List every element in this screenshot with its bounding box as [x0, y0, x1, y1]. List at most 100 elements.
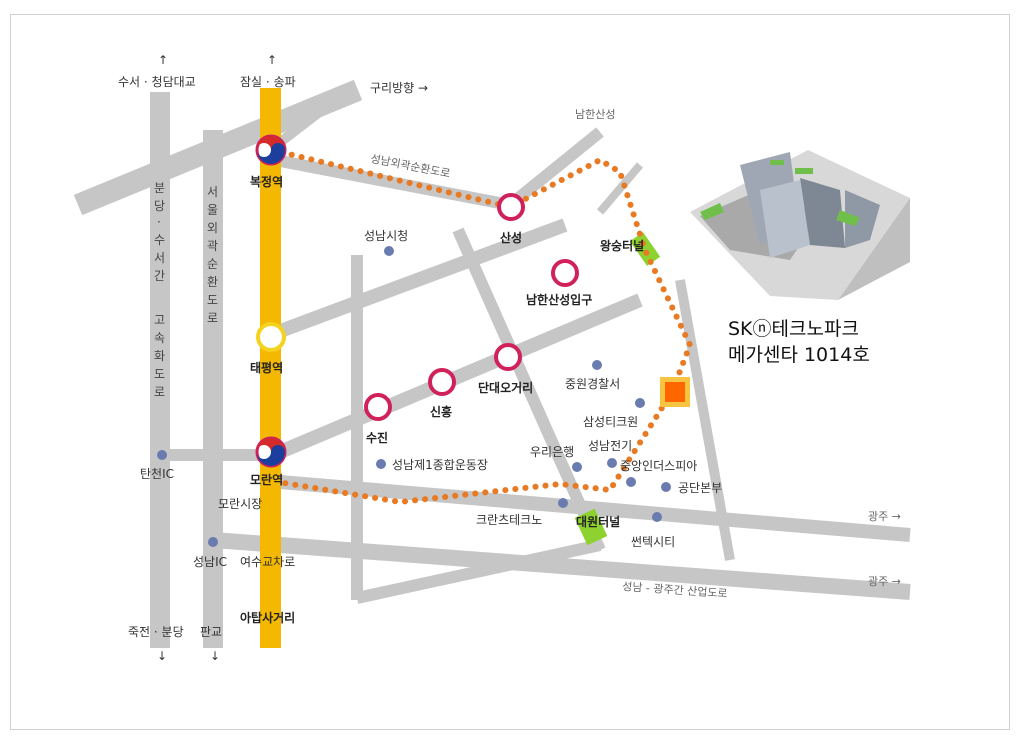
label-pangyo: 판교 [200, 625, 222, 639]
label-suntech: 썬텍시티 [631, 535, 675, 549]
label-sinheung: 신흥 [430, 404, 452, 419]
label-guri: 구리방향 → [370, 81, 428, 95]
poi-dot-crans [558, 498, 568, 508]
destination-line1: SKⓝ테크노파크 [728, 318, 859, 340]
svg-text:·: · [157, 215, 161, 229]
destination-label: SKⓝ테크노파크 메가센타 1014호 [728, 316, 870, 368]
label-suseo: 수서 · 청담대교 [118, 75, 196, 89]
poi-dot-electric [607, 458, 617, 468]
route-path [269, 147, 694, 506]
label-daewon-tunnel: 대원터널 [576, 514, 620, 529]
label-tancheon-ic: 탄천IC [140, 466, 174, 481]
label-stadium: 성남제1종합운동장 [392, 458, 488, 472]
wangsung-tunnel-marker [629, 232, 661, 266]
svg-text:로: 로 [154, 385, 165, 399]
svg-text:간: 간 [154, 269, 165, 283]
label-namhansanseong: 남한산성 [575, 108, 615, 121]
poi-dot-city-hall [384, 246, 394, 256]
station-namhansanseong-ipgu[interactable] [551, 259, 579, 287]
label-moran: 모란역 [250, 472, 283, 487]
destination-marker[interactable] [660, 377, 690, 407]
map-frame [10, 14, 1010, 730]
road-yeosu [212, 532, 911, 600]
svg-text:울: 울 [207, 203, 218, 217]
poi-dot-seongnam-ic [208, 537, 218, 547]
poi-dot-police [592, 360, 602, 370]
poi-dot-gongdan [661, 482, 671, 492]
station-taepyeong[interactable] [256, 322, 286, 352]
svg-text:환: 환 [207, 275, 218, 289]
svg-text:분: 분 [154, 181, 165, 195]
label-sanseong: 산성 [500, 230, 522, 245]
label-sujin: 수진 [366, 430, 388, 445]
label-wangsung-tunnel: 왕숭터널 [600, 238, 644, 253]
label-jukjeon: 죽전 · 분당 [128, 625, 184, 639]
poi-dot-woori [572, 462, 582, 472]
poi-dot-tancheon-ic [157, 450, 167, 460]
arrow-up-jamsil: ↑ [267, 53, 277, 67]
taegeuk-transfer-icon[interactable] [255, 134, 287, 166]
poi-dot-stadium [376, 459, 386, 469]
sk-technopark-building-icon [690, 150, 910, 300]
arrow-down-pangyo: ↓ [210, 649, 220, 663]
svg-text:서: 서 [207, 185, 218, 199]
label-seongnam-ic: 성남IC [193, 555, 227, 569]
label-city-hall: 성남시청 [364, 229, 408, 243]
label-jungang: 중앙인더스피아 [620, 459, 697, 473]
poi-dot-samsung [635, 398, 645, 408]
station-sujin[interactable] [364, 393, 392, 421]
label-yeosu: 여수교차로 [240, 555, 295, 569]
destination-line2: 메가센타 1014호 [728, 344, 870, 366]
label-samsung: 삼성티크원 [583, 415, 638, 429]
road-lower-diag [355, 539, 602, 604]
svg-text:당: 당 [154, 199, 165, 213]
subway-line-8 [260, 88, 281, 648]
svg-text:도: 도 [154, 367, 165, 381]
arrow-down-jukjeon: ↓ [157, 649, 167, 663]
svg-text:순: 순 [207, 257, 218, 271]
label-seoul-ring-vertical: 서 울 외 곽 순 환 도 로 [207, 185, 218, 325]
road-moran-dandae [277, 293, 643, 459]
svg-text:외: 외 [207, 221, 218, 235]
label-jamsil: 잠실 · 송파 [240, 75, 296, 89]
label-crans: 크란츠테크노 [476, 513, 542, 527]
poi-dot-jungang [626, 477, 636, 487]
label-namhansanseong-ipgu: 남한산성입구 [526, 292, 592, 307]
arrow-up-suseo: ↑ [158, 53, 168, 67]
svg-text:도: 도 [207, 293, 218, 307]
label-police: 중원경찰서 [565, 377, 620, 391]
svg-text:속: 속 [154, 331, 165, 345]
road-moran-east [279, 475, 911, 542]
road-sanseong [506, 127, 604, 210]
label-bundang-suseo-vertical: 분 당 · 수 서 간 고 속 화 도 로 [154, 181, 165, 399]
road-branch [596, 162, 644, 215]
road-guri-diagonal [73, 79, 363, 216]
station-sanseong[interactable] [497, 193, 525, 221]
label-atap: 아탑사거리 [240, 610, 295, 625]
label-dandae: 단대오거리 [478, 380, 533, 395]
poi-dot-suntech [652, 512, 662, 522]
label-gwangju-1: 광주 → [868, 510, 901, 523]
label-taepyeong: 태평역 [250, 360, 283, 375]
poi-dots [157, 246, 671, 547]
label-moran-market: 모란시장 [218, 497, 262, 511]
station-sinheung[interactable] [428, 368, 456, 396]
label-electric: 성남전기 [588, 439, 632, 453]
label-woori: 우리은행 [530, 444, 574, 459]
taegeuk-transfer-icon[interactable] [255, 436, 287, 468]
road-namhan-diag [452, 227, 606, 553]
label-bokjeong: 복정역 [250, 174, 283, 189]
svg-text:곽: 곽 [207, 239, 218, 253]
daewon-tunnel-marker [574, 508, 608, 546]
road-taepyeong [272, 218, 568, 340]
svg-text:화: 화 [154, 349, 165, 363]
station-dandae[interactable] [494, 343, 522, 371]
label-gongdan: 공단본부 [678, 481, 722, 495]
svg-text:서: 서 [154, 251, 165, 265]
svg-text:고: 고 [154, 313, 165, 327]
svg-text:로: 로 [207, 311, 218, 325]
stations [255, 134, 579, 468]
svg-text:수: 수 [154, 233, 165, 247]
label-gwangju-2: 광주 → [868, 575, 901, 588]
